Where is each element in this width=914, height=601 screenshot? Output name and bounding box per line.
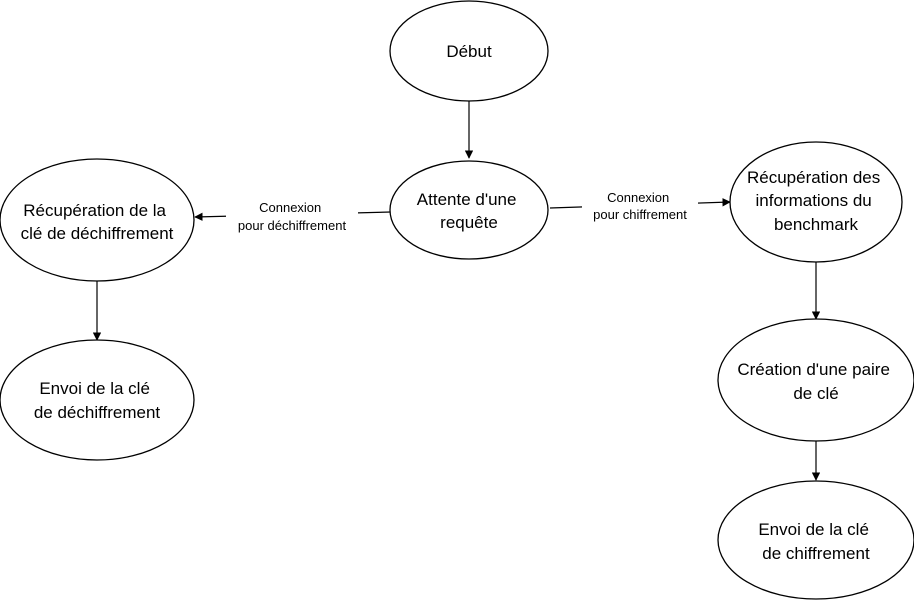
node-label-line: informations du (756, 191, 872, 210)
edge-label-line: pour chiffrement (593, 207, 687, 222)
node-label-line: de clé (793, 384, 838, 403)
edge-label-line: Connexion (607, 190, 669, 205)
node-label-line: Récupération de la (23, 201, 166, 220)
node-ellipse (389, 160, 549, 260)
node-ellipse (729, 141, 903, 263)
node-label-line: Récupération des (747, 168, 880, 187)
node-recup-cle-dechiffrement: Récupération de la clé de déchiffrement (0, 158, 195, 282)
node-label-line: Envoi de la clé (39, 379, 150, 398)
node-debut: Début (389, 0, 549, 102)
node-label-line: Début (446, 42, 492, 61)
svg-text:Récupération des informa: Récupération des informations du benchma… (747, 168, 885, 234)
node-label-line: Création d'une paire (737, 360, 890, 379)
svg-text:Connexion pour déchiffre: Connexion pour déchiffrement (238, 200, 347, 233)
svg-text:Création d'une paire de: Création d'une paire de clé (737, 360, 894, 403)
svg-text:Envoi de la clé de chiff: Envoi de la clé de chiffrement (758, 520, 873, 563)
svg-text:Envoi de la clé de déchi: Envoi de la clé de déchiffrement (34, 379, 161, 422)
node-label-line: Envoi de la clé (758, 520, 869, 539)
svg-text:Attente d'une requête: Attente d'une requête (417, 190, 521, 232)
svg-text:Connexion pour chiffreme: Connexion pour chiffrement (593, 190, 687, 222)
node-envoi-cle-dechiffrement: Envoi de la clé de déchiffrement (0, 339, 195, 461)
node-label-line: requête (440, 213, 498, 232)
svg-text:Récupération de la clé d: Récupération de la clé de déchiffrement (21, 201, 174, 243)
svg-text:Début: Début (446, 42, 492, 61)
node-label-line: benchmark (774, 215, 859, 234)
node-attente-requete: Attente d'une requête (389, 160, 549, 260)
node-creation-paire-cle: Création d'une paire de clé (717, 318, 914, 442)
node-ellipse (0, 339, 195, 461)
node-label-line: de chiffrement (762, 544, 870, 563)
node-recup-benchmark: Récupération des informations du benchma… (729, 141, 903, 263)
node-label-line: de déchiffrement (34, 403, 161, 422)
node-ellipse (717, 480, 914, 600)
edge-label-line: Connexion (259, 200, 321, 215)
node-ellipse (0, 158, 195, 282)
edge-label-line: pour déchiffrement (238, 218, 347, 233)
edge-label-connexion-chiffrement: Connexion pour chiffrement (582, 187, 698, 223)
node-envoi-cle-chiffrement: Envoi de la clé de chiffrement (717, 480, 914, 600)
node-ellipse (717, 318, 914, 442)
node-label-line: Attente d'une (417, 190, 517, 209)
node-label-line: clé de déchiffrement (21, 224, 174, 243)
node-ellipse (389, 0, 549, 102)
edge-label-connexion-dechiffrement: Connexion pour déchiffrement (226, 197, 358, 233)
